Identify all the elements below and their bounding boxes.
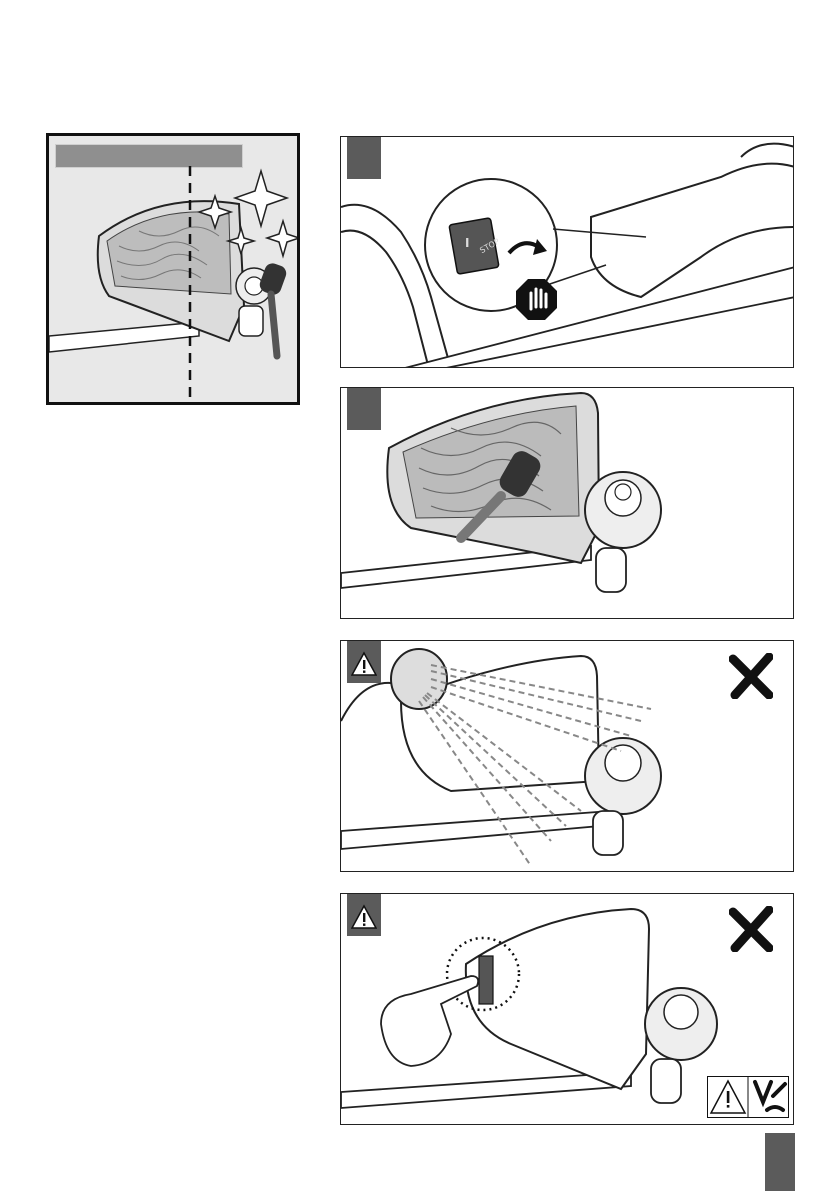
overview-drawing <box>49 136 297 402</box>
x-mark-icon <box>729 653 773 699</box>
step-number-tab <box>347 387 381 430</box>
page-corner-tab <box>765 1133 795 1191</box>
panel-3-drawing <box>341 641 794 872</box>
warning-triangle-icon <box>351 651 377 677</box>
panel-step-1: I STOP <box>340 136 794 368</box>
panel-1-drawing: I STOP <box>341 137 794 368</box>
warning-tab <box>347 893 381 936</box>
cut-hazard-icon <box>707 1076 789 1118</box>
step-number-tab <box>347 136 381 179</box>
warning-triangle-icon <box>351 904 377 930</box>
panel-warning-water <box>340 640 794 872</box>
finger-touch-icon <box>381 976 478 1066</box>
overview-illustration <box>46 133 300 405</box>
stop-hand-icon <box>516 279 557 320</box>
switch-on-label: I <box>465 236 469 250</box>
x-mark-icon <box>729 906 773 952</box>
warning-tab <box>347 640 381 683</box>
panel-warning-touch <box>340 893 794 1125</box>
panel-step-2 <box>340 387 794 619</box>
panel-2-drawing <box>341 388 794 619</box>
